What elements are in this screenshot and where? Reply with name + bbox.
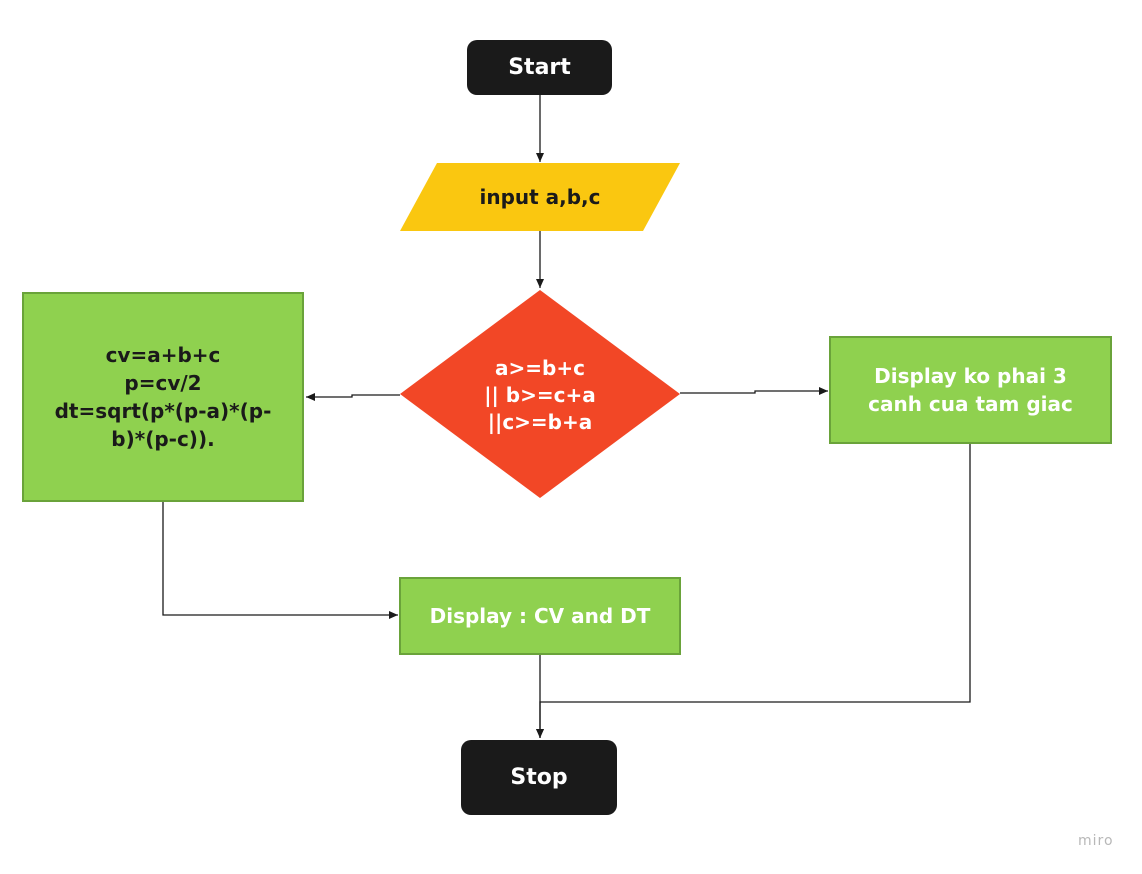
- edge-display-invalid-to-stop: [536, 444, 971, 738]
- input-parallelogram: [400, 163, 680, 231]
- display-invalid-label: Display ko phai 3 canh cua tam giac: [868, 364, 1073, 416]
- display-result-node[interactable]: Display : CV and DT: [399, 577, 681, 655]
- edge-compute-to-display-result: [162, 502, 398, 619]
- edge-decision-to-compute: [306, 393, 400, 401]
- display-result-label: Display : CV and DT: [429, 604, 651, 628]
- stop-node[interactable]: Stop: [461, 740, 617, 815]
- compute-process-node[interactable]: cv=a+b+c p=cv/2 dt=sqrt(p*(p-a)*(p- b)*(…: [22, 292, 304, 502]
- input-label: input a,b,c: [479, 185, 601, 209]
- edge-decision-to-display-invalid: [680, 387, 828, 395]
- display-invalid-node[interactable]: Display ko phai 3 canh cua tam giac: [829, 336, 1112, 444]
- miro-watermark: miro: [1078, 833, 1114, 849]
- compute-label: cv=a+b+c p=cv/2 dt=sqrt(p*(p-a)*(p- b)*(…: [54, 343, 272, 451]
- start-label: Start: [508, 55, 571, 80]
- stop-label: Stop: [510, 765, 568, 790]
- decision-diamond: [400, 290, 680, 498]
- start-node[interactable]: Start: [467, 40, 612, 95]
- decision-label: a>=b+c || b>=c+a ||c>=b+a: [484, 355, 596, 434]
